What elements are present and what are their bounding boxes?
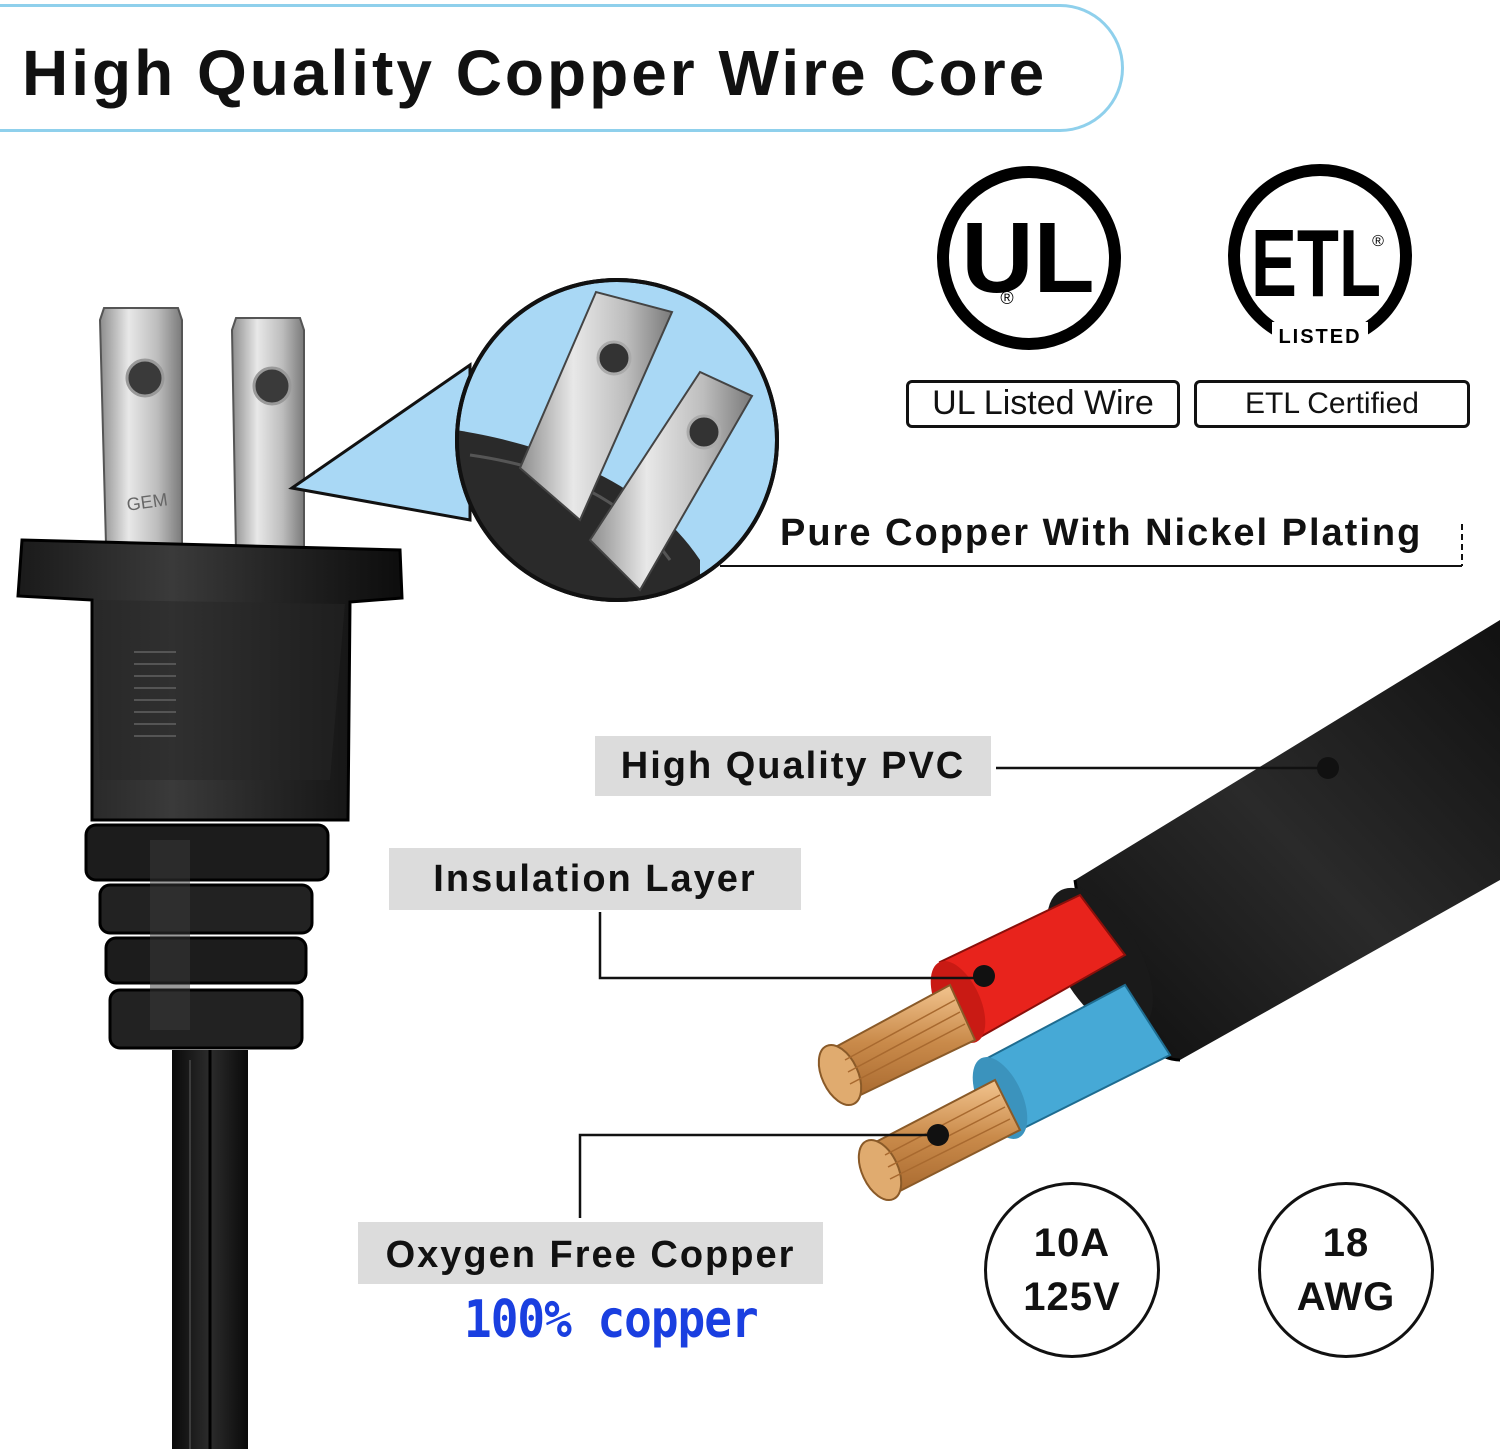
copper-leader <box>578 1124 949 1218</box>
etl-logo-text: ETL <box>1251 210 1381 317</box>
zoom-pointer <box>288 362 472 522</box>
etl-certified-badge: ETL Certified <box>1194 380 1470 428</box>
zoom-detail <box>455 278 779 602</box>
svg-text:®: ® <box>1000 288 1013 308</box>
svg-text:®: ® <box>1372 233 1384 250</box>
gauge-number: 18 <box>1322 1221 1370 1265</box>
pvc-leader <box>996 757 1339 779</box>
current-voltage-badge: 10A 125V <box>984 1182 1160 1358</box>
title-banner <box>0 4 1124 132</box>
plug-prong-left: GEM <box>98 307 183 546</box>
copper-percent-label: 100% copper <box>464 1288 759 1350</box>
voltage-rating: 125V <box>1023 1275 1121 1319</box>
etl-logo-subtext: LISTED <box>1278 326 1361 348</box>
insulation-leader <box>598 912 995 987</box>
nickel-plating-label: Pure Copper With Nickel Plating <box>780 512 1423 554</box>
ul-listed-label: UL Listed Wire <box>932 384 1154 422</box>
insulation-callout: Insulation Layer <box>389 848 801 910</box>
etl-logo-icon: ETL ® LISTED <box>1228 164 1412 348</box>
oxygen-free-callout: Oxygen Free Copper <box>358 1222 823 1284</box>
ul-listed-badge: UL Listed Wire <box>906 380 1180 428</box>
cable-cross-section <box>817 620 1500 1201</box>
etl-certified-label: ETL Certified <box>1245 387 1419 420</box>
plug-body <box>16 538 404 1050</box>
plug-prong-right <box>230 317 305 553</box>
pvc-callout: High Quality PVC <box>595 736 991 796</box>
gauge-unit: AWG <box>1296 1275 1396 1319</box>
power-cord <box>172 1050 248 1449</box>
gauge-badge: 18 AWG <box>1258 1182 1434 1358</box>
page-title: High Quality Copper Wire Core <box>22 37 1048 109</box>
current-rating: 10A <box>1033 1221 1111 1265</box>
ul-logo-icon: UL ® <box>937 166 1121 350</box>
ul-logo-text: UL <box>961 202 1094 314</box>
